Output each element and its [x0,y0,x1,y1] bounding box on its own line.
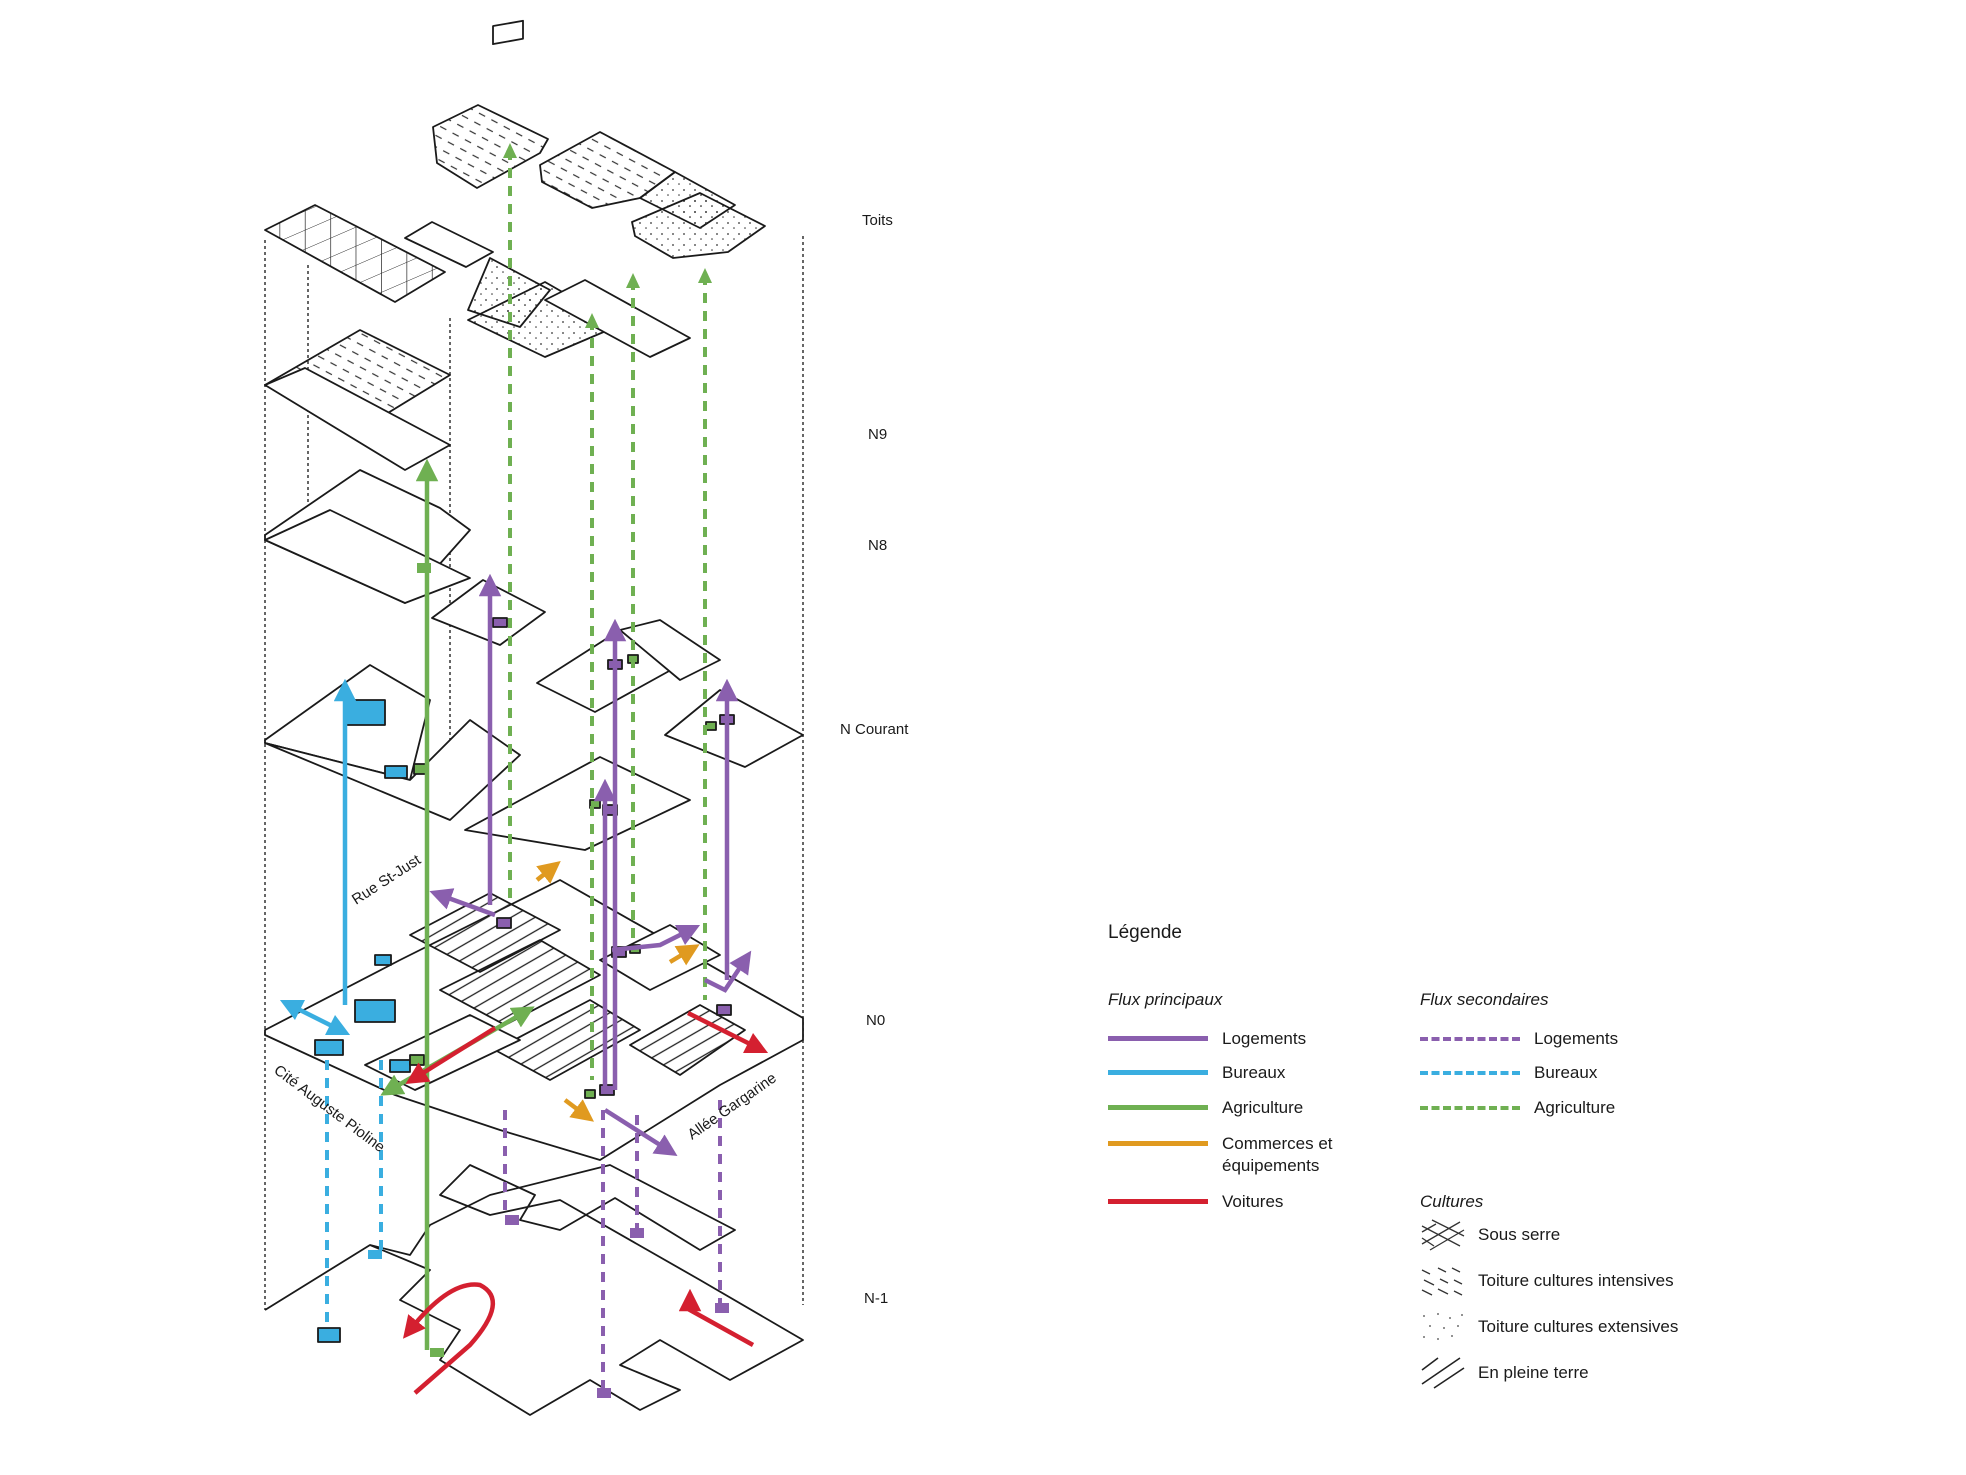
flow-voitures [405,1026,497,1084]
flow-voitures [686,1010,769,1054]
level-label-n-1: N-1 [864,1290,889,1307]
legend-dash-logements [1420,1037,1520,1041]
level-label-n8: N8 [868,537,888,554]
flow-logements [703,950,752,993]
flow-voitures [678,1288,755,1347]
legend-label: Voitures [1222,1192,1284,1211]
secondary-flows [325,150,722,1390]
legend-title: Légende [1108,922,1182,943]
legend-item-principal-agriculture: Agriculture [1108,1097,1303,1119]
flow-voitures [402,1282,496,1395]
dot-pattern-swatch-icon [1420,1310,1466,1344]
crosshatch-swatch-icon [1420,1218,1466,1252]
legend-label: Agriculture [1222,1098,1304,1117]
legend-item-secondary-logements: Logements [1420,1028,1618,1050]
legend-item-principal-commerces: Commerces et équipements [1108,1133,1362,1177]
legend: Légende Flux principaux Flux secondaires… [1108,922,1728,1422]
flow-commerces [668,944,700,966]
legend-label: Logements [1534,1029,1619,1048]
flow-logements [603,1108,678,1157]
legend-item-culture-intensives: Toiture cultures intensives [1420,1264,1674,1298]
legend-dash-bureaux [1420,1071,1520,1075]
level-label-n0: N0 [866,1012,886,1029]
legend-line-voitures [1108,1199,1208,1204]
legend-label: En pleine terre [1478,1363,1589,1382]
street-label-rue-st-just: Rue St-Just [349,851,425,908]
legend-label: Toiture cultures intensives [1478,1271,1674,1290]
legend-item-culture-pleine-terre: En pleine terre [1420,1356,1589,1390]
legend-heading-cultures: Cultures [1420,1192,1484,1211]
legend-label: Commerces et équipements [1222,1134,1333,1175]
flow-bureaux [279,999,351,1036]
secondary-arrowheads [503,143,712,328]
level-label-n-courant: N Courant [840,721,909,738]
legend-label: Bureaux [1534,1063,1598,1082]
legend-item-principal-bureaux: Bureaux [1108,1062,1285,1084]
legend-label: Agriculture [1534,1098,1616,1117]
legend-heading-principal: Flux principaux [1108,990,1223,1009]
legend-label: Logements [1222,1029,1307,1048]
legend-item-principal-voitures: Voitures [1108,1191,1283,1213]
legend-heading-secondary: Flux secondaires [1420,990,1549,1009]
legend-item-principal-logements: Logements [1108,1028,1306,1050]
legend-item-culture-sous-serre: Sous serre [1420,1218,1560,1252]
legend-label: Bureaux [1222,1063,1286,1082]
flow-commerces [535,860,561,884]
legend-label: Toiture cultures extensives [1478,1317,1679,1336]
legend-item-secondary-agriculture: Agriculture [1420,1097,1615,1119]
legend-line-logements [1108,1036,1208,1041]
level-label-toits: Toits [862,212,893,229]
n9-n8-plates [264,329,471,604]
legend-line-commerces [1108,1141,1208,1146]
dash-pattern-swatch-icon [1420,1264,1466,1298]
flow-logements [429,888,496,918]
n-1-plates [264,1164,804,1416]
legend-item-culture-extensives: Toiture cultures extensives [1420,1310,1678,1344]
legend-label: Sous serre [1478,1225,1561,1244]
level-label-n9: N9 [868,426,888,443]
principal-flows [279,458,769,1395]
flow-commerces [563,1098,594,1122]
legend-item-secondary-bureaux: Bureaux [1420,1062,1597,1084]
legend-line-agriculture [1108,1105,1208,1110]
flow-logements [611,924,701,953]
roof-plates [264,19,766,358]
legend-dash-agriculture [1420,1106,1520,1110]
legend-line-bureaux [1108,1070,1208,1075]
diagonal-pattern-swatch-icon [1420,1356,1466,1390]
